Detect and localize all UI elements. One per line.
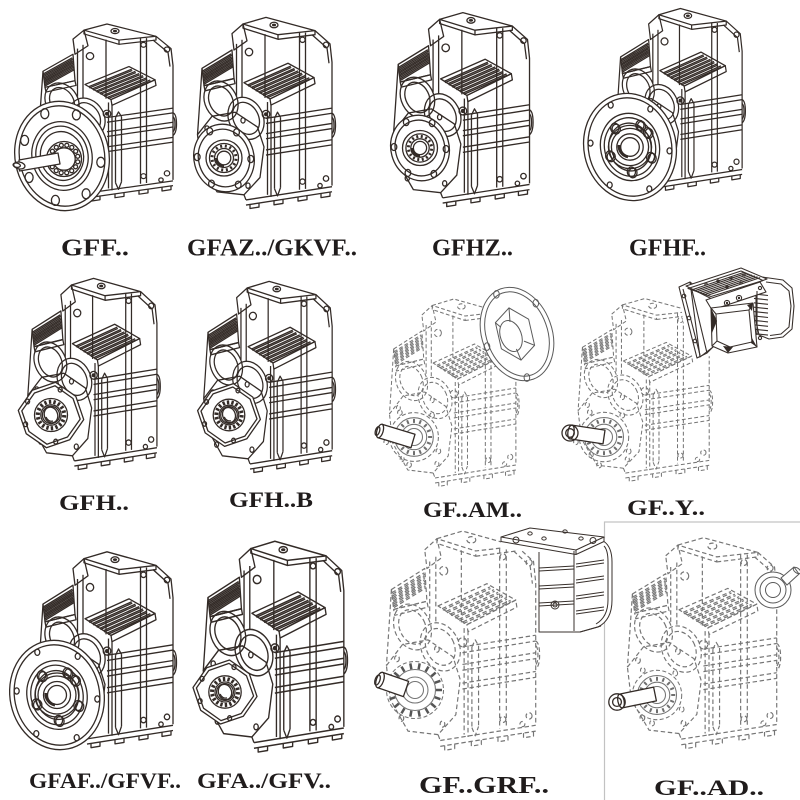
svg-text:GF..Y..: GF..Y..: [627, 495, 705, 520]
svg-text:GFH..: GFH..: [59, 490, 129, 515]
svg-text:GFA../GFV..: GFA../GFV..: [197, 768, 331, 793]
svg-text:GFHF..: GFHF..: [629, 235, 706, 262]
svg-text:GFAZ../GKVF..: GFAZ../GKVF..: [187, 235, 357, 262]
svg-text:GF..AM..: GF..AM..: [423, 497, 522, 522]
svg-text:GF..AD..: GF..AD..: [654, 775, 764, 800]
svg-text:GFF..: GFF..: [61, 235, 129, 262]
svg-text:GFH..B: GFH..B: [229, 487, 313, 512]
svg-text:GF..GRF..: GF..GRF..: [419, 773, 549, 799]
svg-text:GFHZ..: GFHZ..: [432, 235, 513, 262]
svg-text:GFAF../GFVF..: GFAF../GFVF..: [29, 768, 181, 793]
